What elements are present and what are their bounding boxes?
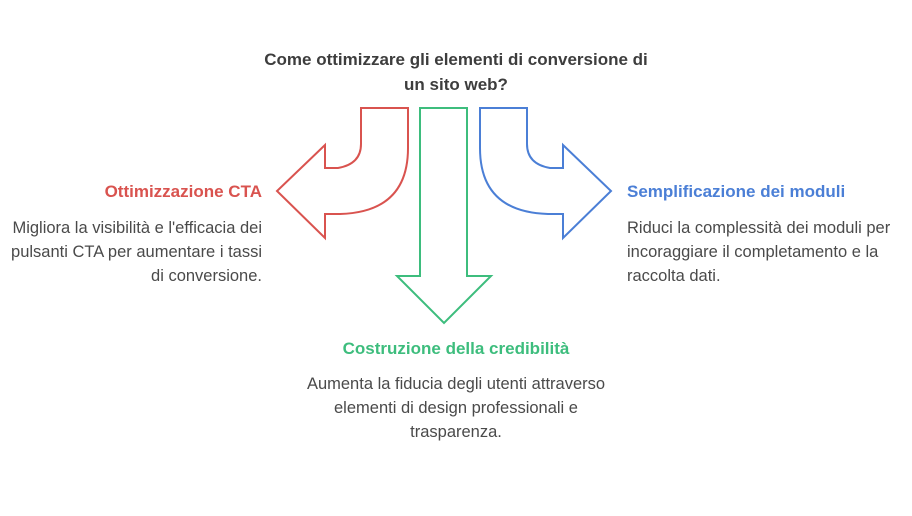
middle-description: Aumenta la fiducia degli utenti attraver… (306, 375, 606, 441)
right-description: Riduci la complessità dei moduli per inc… (627, 219, 891, 285)
left-heading: Ottimizzazione CTA (104, 182, 262, 201)
middle-down-arrow (394, 107, 494, 325)
right-heading: Semplificazione dei moduli (627, 182, 846, 201)
middle-heading: Costruzione della credibilità (342, 339, 570, 358)
left-curved-arrow (275, 107, 409, 241)
left-description: Migliora la visibilità e l'efficacia dei… (11, 219, 262, 285)
right-curved-arrow (479, 107, 613, 241)
diagram-title: Come ottimizzare gli elementi di convers… (264, 50, 648, 94)
